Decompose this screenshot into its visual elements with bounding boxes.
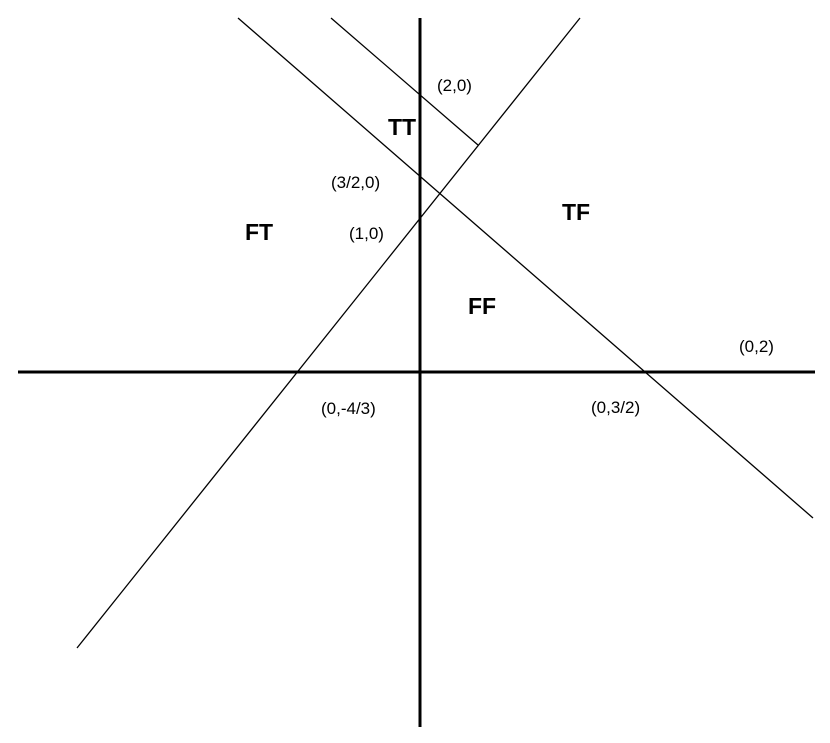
rising-line <box>76 17 581 649</box>
point-label-1-0: (1,0) <box>349 224 384 243</box>
long-diagonal-line <box>237 17 814 519</box>
point-label-0-2: (0,2) <box>739 337 774 356</box>
short-diagonal-segment <box>330 17 479 146</box>
region-label-tf: TF <box>562 199 590 225</box>
point-label-2-0: (2,0) <box>437 76 472 95</box>
region-label-tt: TT <box>388 114 416 140</box>
point-label-3-2-0: (3/2,0) <box>331 173 380 192</box>
point-label-0-3-2: (0,3/2) <box>591 398 640 417</box>
region-label-ff: FF <box>468 293 496 319</box>
region-label-ft: FT <box>245 219 273 245</box>
point-label-0-neg4-3: (0,-4/3) <box>321 399 376 418</box>
